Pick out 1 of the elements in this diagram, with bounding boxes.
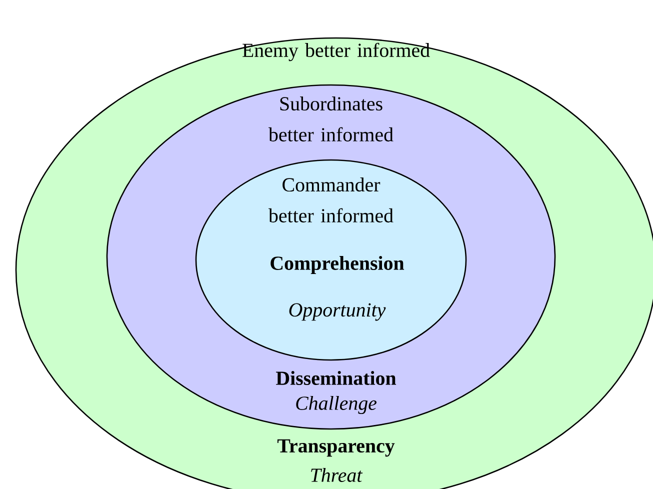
ellipse-region: Commander better informed Comprehension Opportunity — [195, 159, 467, 361]
